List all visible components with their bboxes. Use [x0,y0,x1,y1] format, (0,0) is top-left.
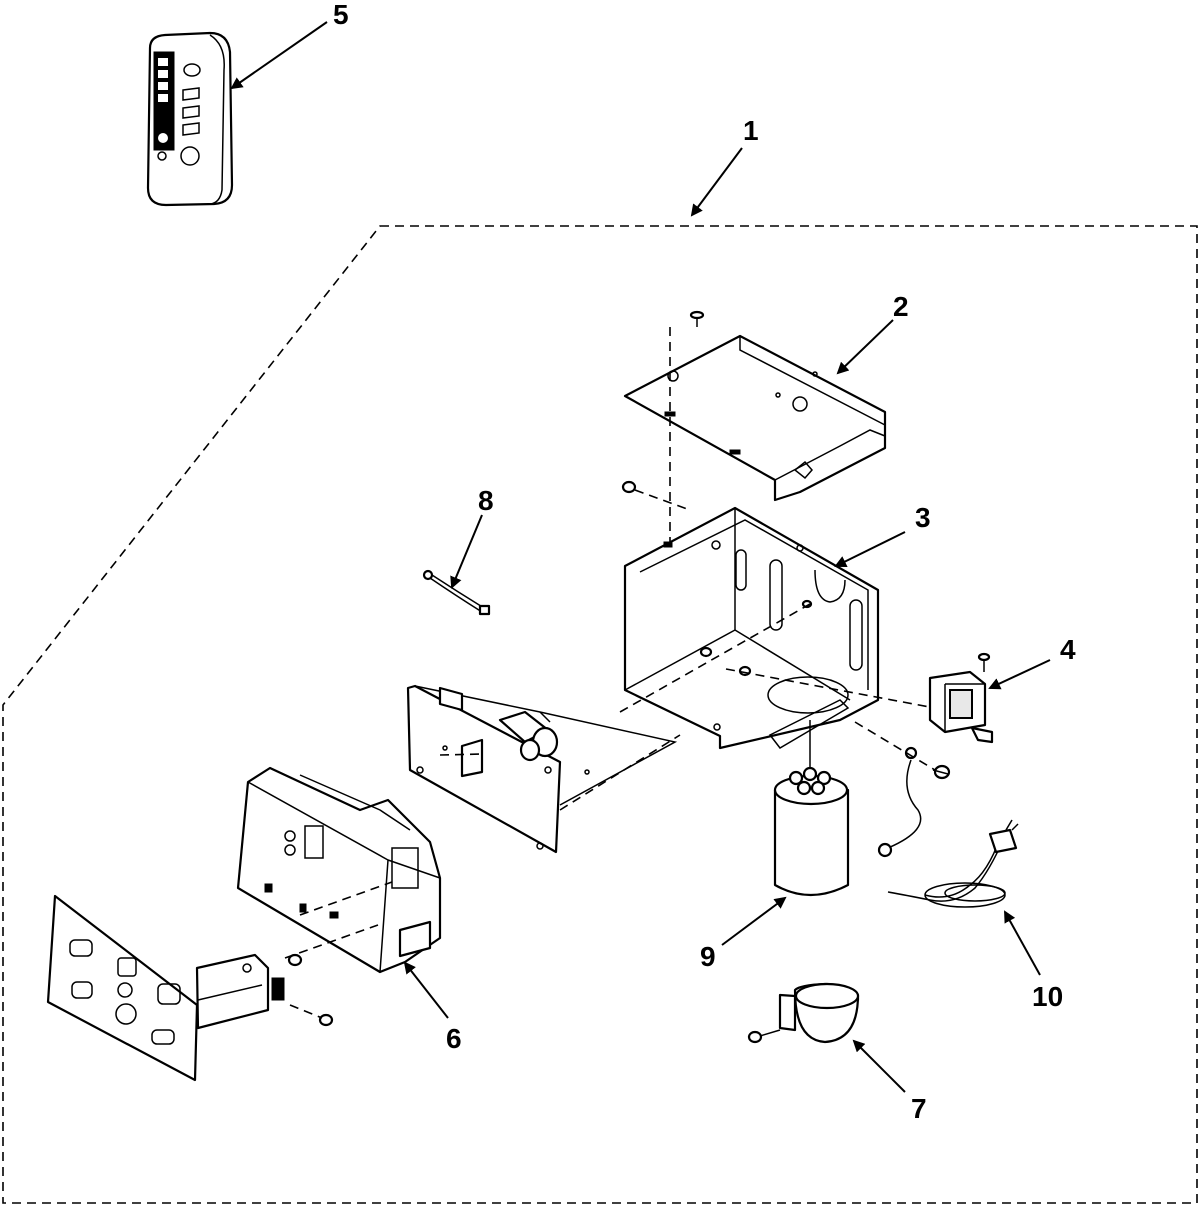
callout-8: 8 [478,485,494,516]
leader-2 [836,319,894,375]
display-housing [236,766,442,974]
remote-control [146,31,234,207]
cover-screw [689,310,705,327]
callout-1: 1 [743,115,759,146]
callout-10: 10 [1032,981,1063,1012]
leader-9 [721,896,787,946]
transformer [928,652,994,744]
leader-6 [403,961,449,1019]
control-box-cover [623,334,887,502]
leader-8 [450,514,483,589]
power-cord [887,819,1019,908]
ground-wire [877,746,951,858]
box-screws [621,480,813,677]
display-panel [46,894,285,1082]
control-box-housing [623,506,880,750]
leader-3 [834,531,906,567]
wire-harness [422,569,491,616]
callout-2: 2 [893,291,909,322]
control-pcb [406,684,678,854]
leader-10 [1004,910,1041,976]
capacitor-strap [747,982,860,1044]
leader-4 [988,659,1051,690]
leader-5 [230,21,328,90]
callout-4: 4 [1060,634,1076,665]
capacitor [773,720,850,896]
leader-1 [690,147,743,217]
callout-7: 7 [911,1093,927,1124]
callout-9: 9 [700,941,716,972]
callout-6: 6 [446,1023,462,1054]
assembly-boundary [2,225,1198,1204]
callout-5: 5 [333,0,349,30]
leader-7 [852,1039,906,1093]
callout-3: 3 [915,502,931,533]
